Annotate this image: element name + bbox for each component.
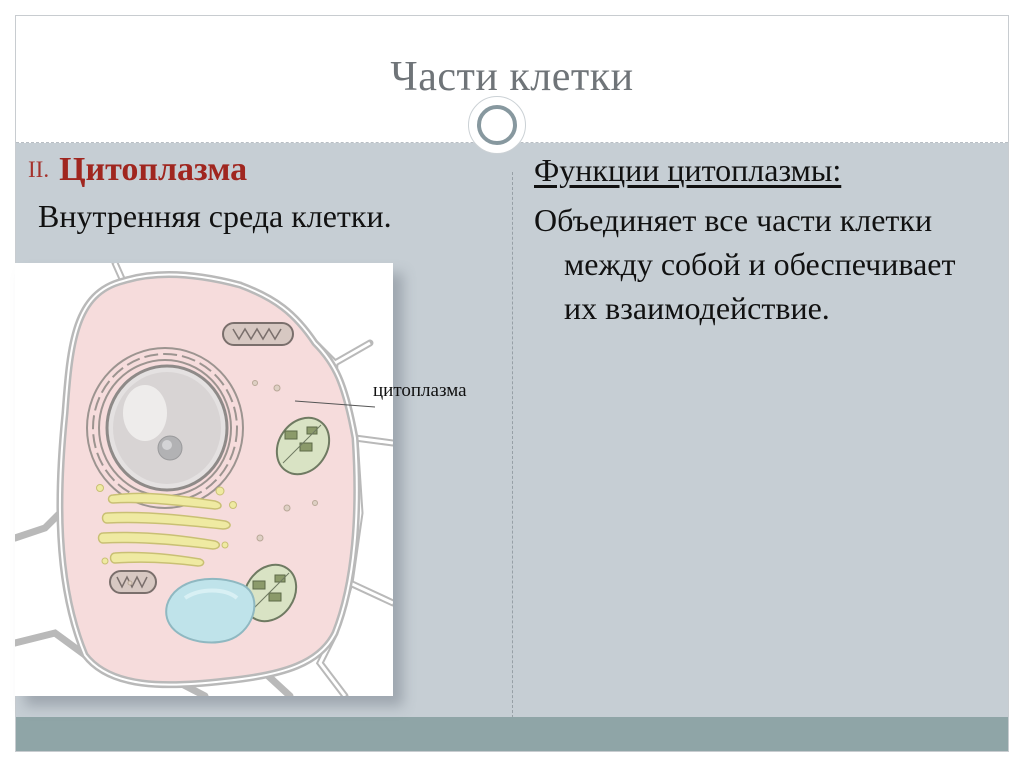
cytoplasm-description: Внутренняя среда клетки. (38, 198, 392, 234)
bottom-bar (16, 717, 1008, 751)
section-heading: II. Цитоплазма (28, 150, 247, 190)
vacuole (165, 577, 256, 644)
cytoplasm-callout-label: цитоплазма (373, 380, 467, 401)
chloroplast (275, 416, 331, 476)
mitochondrion (109, 570, 157, 594)
column-divider (512, 172, 513, 718)
functions-text: Объединяет все части клетки между собой … (534, 202, 956, 326)
slide-title: Части клетки (390, 54, 634, 100)
circle-ring-icon (468, 96, 526, 154)
section-number: II. (28, 157, 50, 182)
functions-heading: Функции цитоплазмы: (534, 152, 842, 188)
section-title: Цитоплазма (59, 151, 248, 188)
plant-cell-diagram (15, 263, 393, 696)
mitochondrion (222, 322, 294, 346)
cell-illustration (15, 263, 393, 696)
callout-line (294, 400, 376, 408)
golgi-apparatus (97, 492, 231, 567)
